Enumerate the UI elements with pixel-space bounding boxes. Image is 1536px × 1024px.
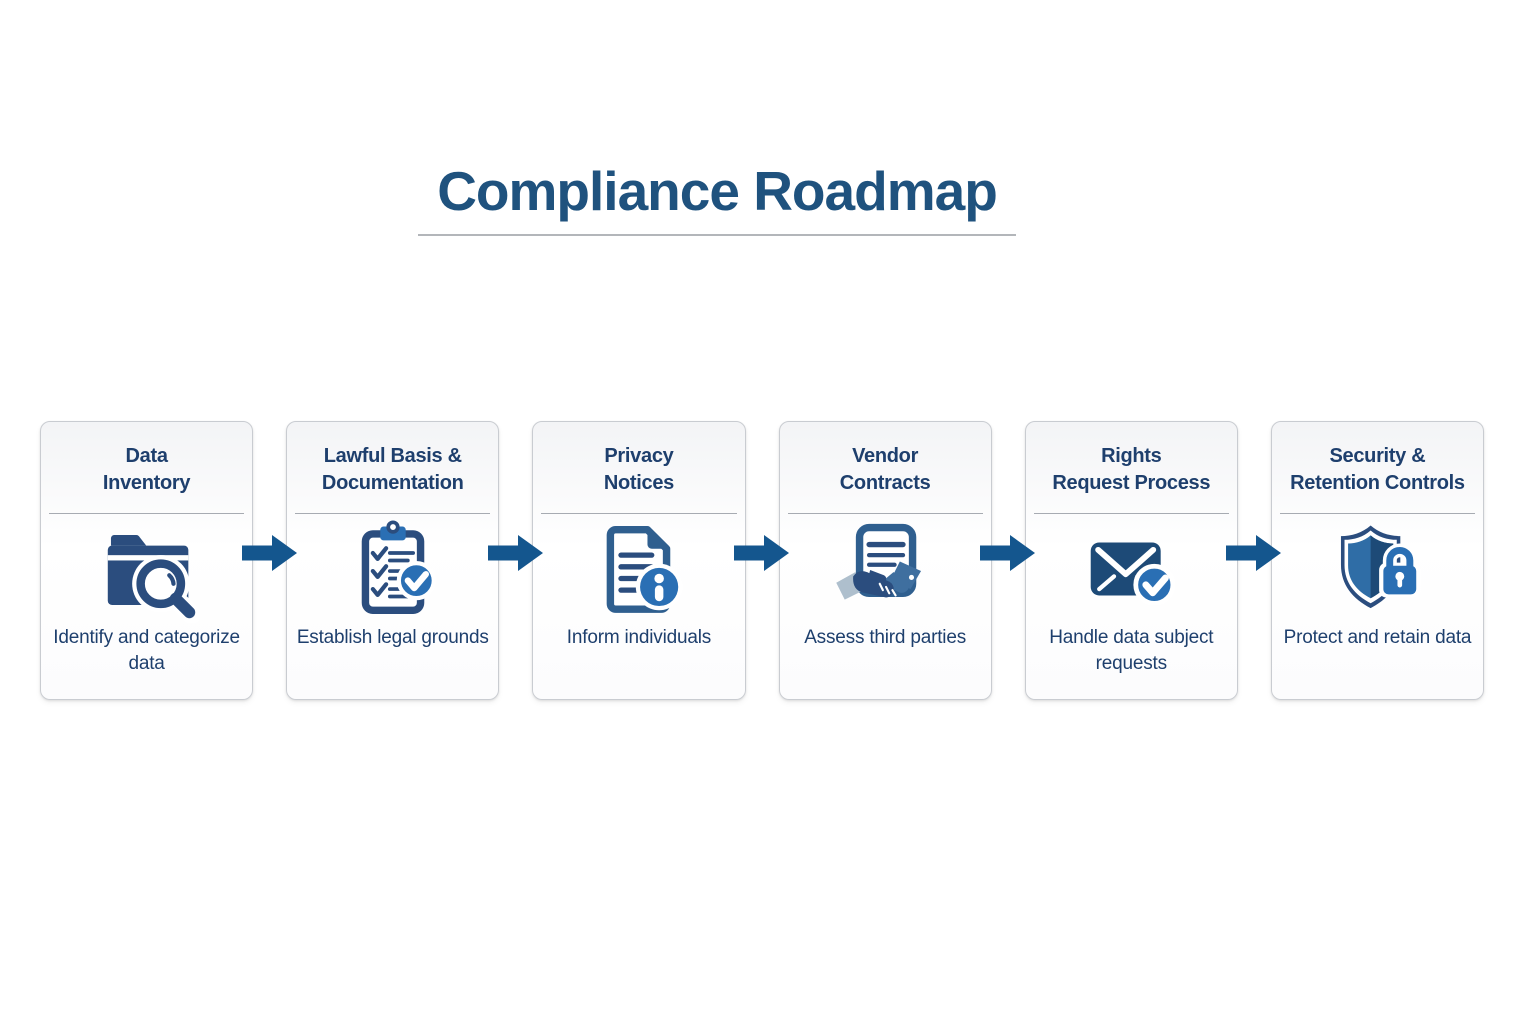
page-title: Compliance Roadmap xyxy=(437,160,998,222)
step-title: Privacy Notices xyxy=(533,435,744,505)
step-title: Data Inventory xyxy=(41,435,252,505)
step-title-line1: Lawful Basis & xyxy=(323,445,462,467)
step-title: Vendor Contracts xyxy=(780,435,991,505)
card-divider xyxy=(49,513,245,514)
step-card-data-inventory: Data Inventory Identify and categorize d… xyxy=(40,421,254,700)
card-divider xyxy=(787,513,983,514)
roadmap-steps-row: Data Inventory Identify and categorize d… xyxy=(40,421,1485,700)
step-description: Handle data subject requests xyxy=(1049,627,1214,674)
clipboard-checklist-icon xyxy=(287,514,498,625)
step-card-lawful-basis: Lawful Basis & Documentation xyxy=(286,421,500,700)
flow-arrow-5 xyxy=(1226,421,1282,700)
card-divider xyxy=(1033,513,1229,514)
document-info-icon xyxy=(533,514,744,625)
envelope-check-icon xyxy=(1026,514,1237,625)
title-underline xyxy=(418,234,1016,236)
step-title: Security & Retention Controls xyxy=(1272,435,1483,505)
step-card-vendor-contracts: Vendor Contracts xyxy=(778,421,992,700)
step-card-rights-request: Rights Request Process Handle data subje… xyxy=(1024,421,1238,700)
contract-handshake-icon xyxy=(780,514,991,625)
step-description: Protect and retain data xyxy=(1283,627,1472,648)
folder-search-icon xyxy=(41,514,252,625)
step-title-line1: Vendor xyxy=(852,445,919,467)
header: Compliance Roadmap xyxy=(0,158,1434,236)
step-title-line2: Notices xyxy=(603,472,674,494)
step-description: Establish legal grounds xyxy=(296,627,489,648)
step-card-security-retention: Security & Retention Controls xyxy=(1270,421,1485,700)
step-title-line2: Request Process xyxy=(1052,472,1211,494)
step-title-line1: Security & xyxy=(1329,445,1426,467)
step-title: Rights Request Process xyxy=(1026,435,1237,505)
flow-arrow-2 xyxy=(487,421,543,700)
step-title: Lawful Basis & Documentation xyxy=(287,435,498,505)
step-title-line1: Data xyxy=(125,445,168,467)
card-divider xyxy=(1279,513,1476,514)
step-title-line2: Inventory xyxy=(102,472,191,494)
card-divider xyxy=(295,513,491,514)
step-title-line2: Retention Controls xyxy=(1290,472,1465,494)
step-title-line2: Documentation xyxy=(321,472,464,494)
step-title-line1: Privacy xyxy=(604,445,674,467)
card-divider xyxy=(541,513,737,514)
step-card-privacy-notices: Privacy Notices xyxy=(532,421,746,700)
step-description: Inform individuals xyxy=(566,627,712,648)
step-description: Assess third parties xyxy=(804,627,966,648)
step-title-line1: Rights xyxy=(1101,445,1162,467)
shield-lock-icon xyxy=(1272,514,1483,625)
step-title-line2: Contracts xyxy=(839,472,931,494)
flow-arrow-3 xyxy=(734,421,790,700)
flow-arrow-1 xyxy=(241,421,297,700)
flow-arrow-4 xyxy=(980,421,1036,700)
step-description: Identify and categorize data xyxy=(53,627,240,674)
